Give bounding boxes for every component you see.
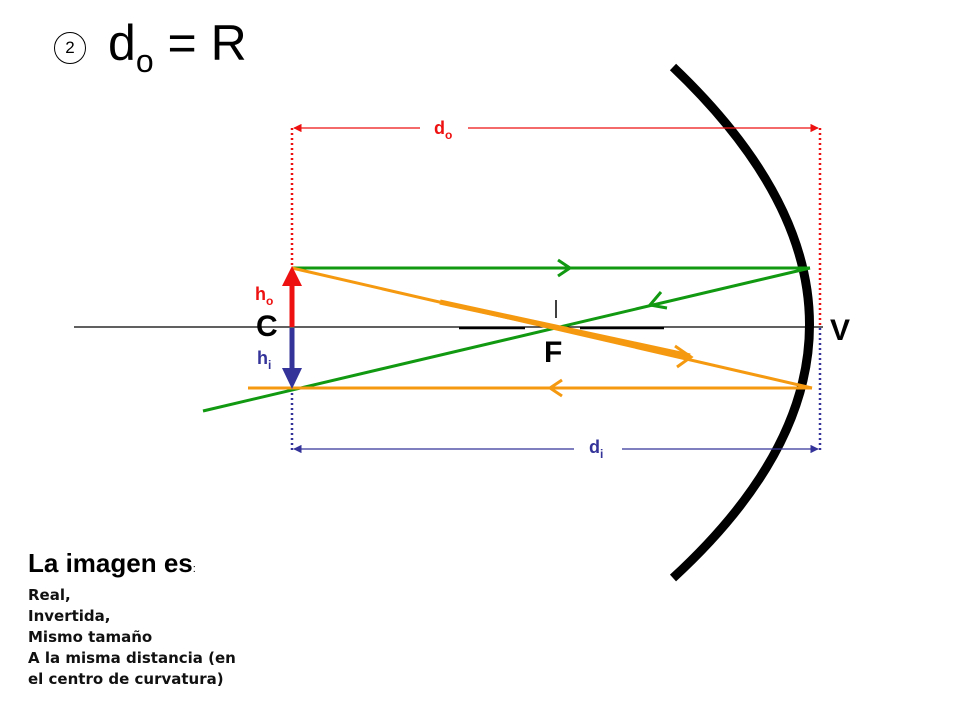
focus-label: F (544, 336, 562, 369)
title-subscript: o (135, 43, 154, 79)
ray-orange-arrowhead-right (674, 344, 694, 369)
image-height-label: hi (257, 348, 271, 372)
concave-mirror (669, 63, 814, 582)
conclusion-heading: La imagen es: (28, 548, 348, 579)
title-symbol: d (108, 15, 136, 71)
vertex-label: V (830, 314, 850, 347)
list-item: A la misma distancia (en (28, 649, 236, 667)
page-title: do = R (108, 15, 247, 77)
object-height-label: ho (255, 284, 273, 308)
list-item: Real, (28, 586, 71, 604)
image-arrow-head (282, 368, 302, 389)
conclusion-list: Real, Invertida, Mismo tamaño A la misma… (28, 585, 348, 690)
ray-green-arrowhead-right (557, 258, 573, 278)
ray-green-arrowhead-left (647, 291, 668, 310)
conclusion-lead: La imagen es (28, 548, 193, 578)
ray-orange-emphasis (439, 299, 691, 359)
conclusion-colon: : (192, 563, 196, 575)
title-rest: = R (153, 15, 247, 71)
step-number-badge: 2 (54, 32, 86, 64)
list-item: Invertida, (28, 607, 111, 625)
list-item: Mismo tamaño (28, 628, 153, 646)
list-item: el centro de curvatura) (28, 670, 224, 688)
object-distance-label: do (434, 118, 452, 142)
object-arrow-head (282, 266, 302, 286)
conclusion-box: La imagen es: Real, Invertida, Mismo tam… (28, 548, 348, 690)
center-label: C (256, 310, 278, 343)
ray-orange-arrowhead-left (547, 378, 563, 398)
image-distance-label: di (589, 437, 603, 461)
